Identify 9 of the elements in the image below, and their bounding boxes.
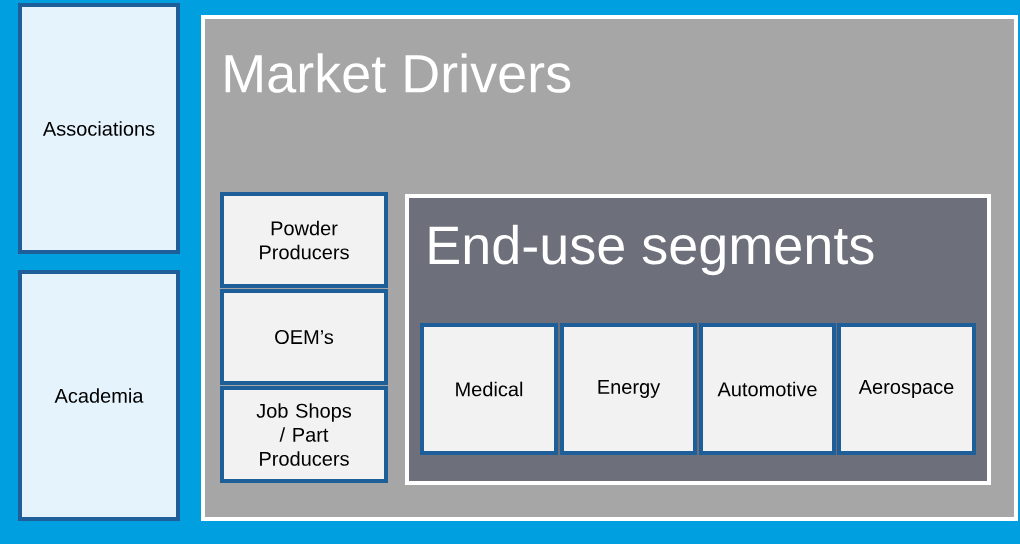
stakeholder-box: Job Shops / Part Producers xyxy=(220,386,388,483)
stakeholder-box: Powder Producers xyxy=(220,192,388,288)
side-box: Academia xyxy=(18,270,180,521)
segment-box: Medical xyxy=(420,323,558,455)
segment-box: Energy xyxy=(560,323,697,455)
segment-box: Aerospace xyxy=(837,323,976,455)
side-box: Associations xyxy=(18,3,180,254)
segment-box: Automotive xyxy=(699,323,836,455)
stakeholder-box: OEM’s xyxy=(220,289,388,385)
